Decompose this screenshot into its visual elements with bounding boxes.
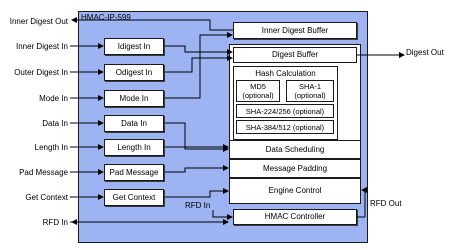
- block-idigest-in: Idigest In: [104, 38, 164, 55]
- label-data-in: Data In: [42, 119, 68, 128]
- label-inner-digest-out: Inner Digest Out: [9, 17, 68, 26]
- block-inner-digest-buffer: Inner Digest Buffer: [233, 22, 357, 39]
- block-sha384-512: SHA-384/512 (optional): [236, 120, 334, 134]
- block-data-in: Data In: [104, 115, 164, 132]
- block-length-in: Length In: [104, 139, 164, 156]
- block-mode-in: Mode In: [104, 90, 164, 107]
- core-title: HMAC-IP-599: [81, 13, 131, 22]
- block-pad-message: Pad Message: [104, 164, 164, 181]
- label-mode-in: Mode In: [39, 94, 68, 103]
- block-engine-control: Engine Control: [229, 178, 361, 204]
- hash-calculation-title: Hash Calculation: [255, 69, 316, 78]
- label-inner-digest-in: Inner Digest In: [15, 42, 68, 51]
- label-digest-out: Digest Out: [406, 48, 444, 57]
- label-rfd-out: RFD Out: [370, 199, 402, 208]
- label-pad-message: Pad Message: [19, 168, 68, 177]
- label-internal-rfd-in: RFD In: [185, 201, 211, 210]
- block-sha1: SHA-1 (optional): [286, 80, 334, 102]
- label-outer-digest-in: Outer Digest In: [14, 68, 68, 77]
- label-get-context: Get Context: [25, 193, 68, 202]
- block-message-padding: Message Padding: [229, 159, 361, 178]
- block-sha224-256: SHA-224/256 (optional): [236, 104, 334, 118]
- label-rfd-in: RFD In: [42, 218, 68, 227]
- label-length-in: Length In: [34, 143, 68, 152]
- block-md5: MD5 (optional): [236, 80, 280, 102]
- block-odigest-in: Odigest In: [104, 64, 164, 81]
- block-data-scheduling: Data Scheduling: [229, 140, 361, 159]
- block-hmac-controller: HMAC Controller: [233, 209, 357, 225]
- block-get-context: Get Context: [104, 189, 164, 206]
- block-digest-buffer: Digest Buffer: [233, 47, 357, 63]
